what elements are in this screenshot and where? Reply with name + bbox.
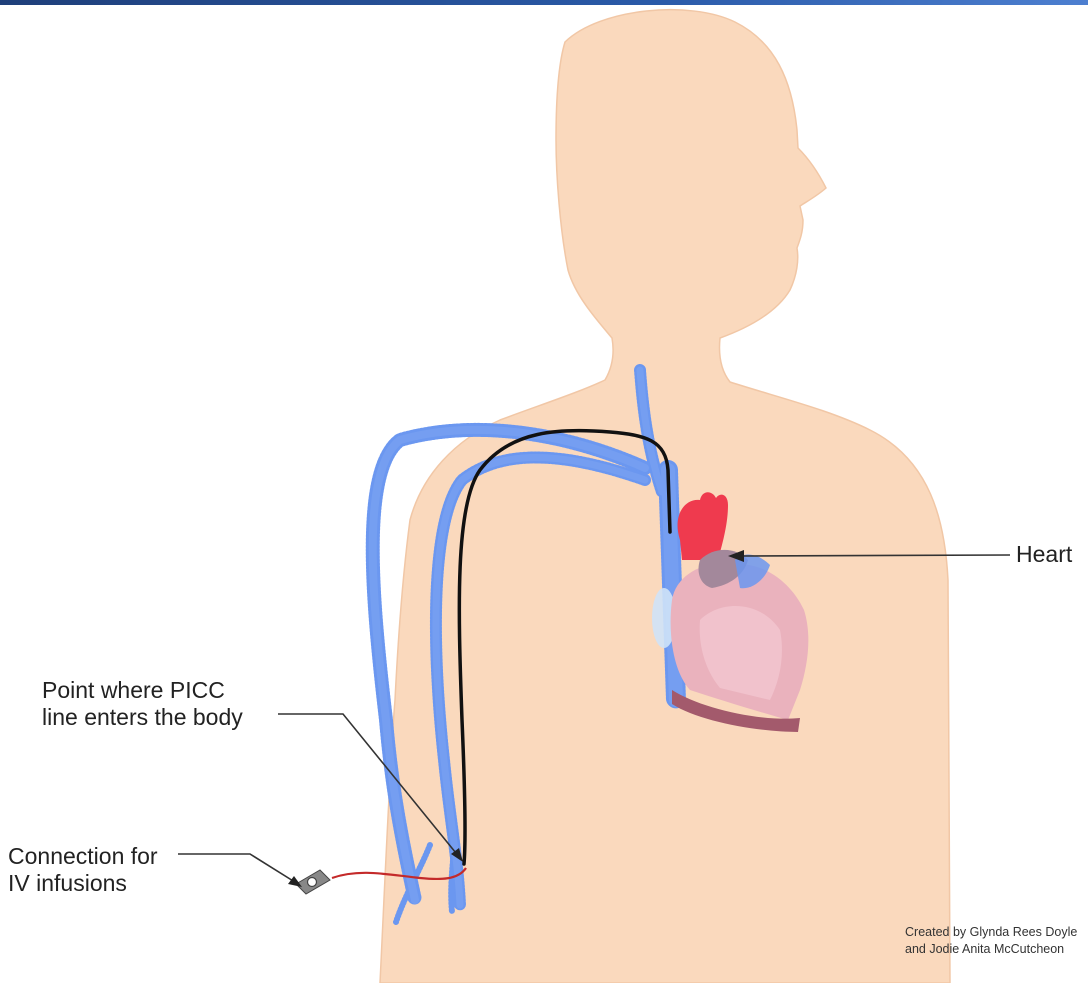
connection-label-line1: Connection for [8, 842, 158, 871]
picc-entry-label-line2: line enters the body [42, 703, 243, 732]
heart-label: Heart [1016, 540, 1072, 569]
credit-line1: Created by Glynda Rees Doyle [905, 924, 1077, 941]
credit-line2: and Jodie Anita McCutcheon [905, 941, 1064, 958]
heart-leader-line [740, 555, 1010, 556]
iv-connector-icon [296, 870, 330, 894]
connection-leader-line [178, 854, 298, 884]
connection-label-line2: IV infusions [8, 869, 127, 898]
picc-entry-label-line1: Point where PICC [42, 676, 225, 705]
